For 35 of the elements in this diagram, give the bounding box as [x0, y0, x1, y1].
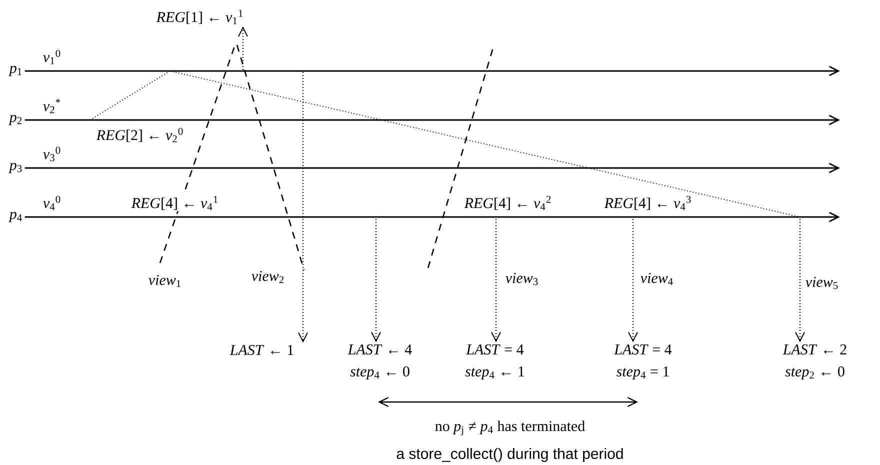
timeline-arrow — [24, 162, 840, 174]
value-label: LAST = 4 step$_{4}$ = 1 — [614, 344, 672, 380]
value-label: REG[4] ← v$_{4}$2 — [463, 194, 553, 212]
process-label: p$_{2}$ — [8, 114, 22, 126]
value-label: LAST ← 4 step$_{4}$ ← 0 — [348, 344, 412, 380]
view-label: view$_{1}$ — [147, 274, 183, 288]
note-text: no p$_{j}$ ≠ p$_{4}$ has terminated — [434, 420, 586, 436]
value-label: LAST ← 1 — [230, 344, 294, 356]
view-label: view$_{2}$ — [250, 270, 286, 284]
value-label: v$_{1}$0 — [42, 48, 62, 66]
dotted-arrow — [238, 26, 248, 70]
dotted-arrow — [298, 72, 308, 343]
value-label: v$_{3}$0 — [42, 146, 62, 162]
view-label: view$_{3}$ — [504, 272, 540, 286]
value-label: REG[1] ← v$_{1}$1 — [156, 10, 243, 24]
value-label: REG[4] ← v$_{4}$1 — [130, 194, 220, 212]
dotted-arrow — [795, 218, 805, 342]
process-label: p$_{1}$ — [8, 66, 22, 76]
process-label: p$_{3}$ — [8, 162, 22, 174]
process-label: p$_{4}$ — [8, 212, 22, 222]
view-label: view$_{4}$ — [639, 272, 675, 286]
dotted-arrow — [628, 218, 638, 342]
timeline-arrow — [24, 212, 840, 222]
dotted-arrow — [491, 218, 501, 342]
value-label: REG[4] ← v$_{4}$3 — [603, 194, 693, 212]
value-label: LAST = 4 step$_{4}$ ← 1 — [465, 344, 524, 380]
view-label: view$_{5}$ — [804, 276, 840, 290]
value-label: REG[2] ← v$_{2}$0 — [95, 126, 185, 144]
timeline-arrow — [24, 66, 840, 76]
value-label: v$_{2}$* — [42, 98, 62, 114]
value-label: v$_{4}$0 — [42, 194, 62, 212]
timeline-arrow — [24, 114, 840, 126]
value-label: LAST ← 2 step$_{2}$ ← 0 — [782, 344, 846, 380]
note-text: a store_collect() during that period — [395, 447, 625, 463]
dotted-arrow — [371, 218, 381, 342]
